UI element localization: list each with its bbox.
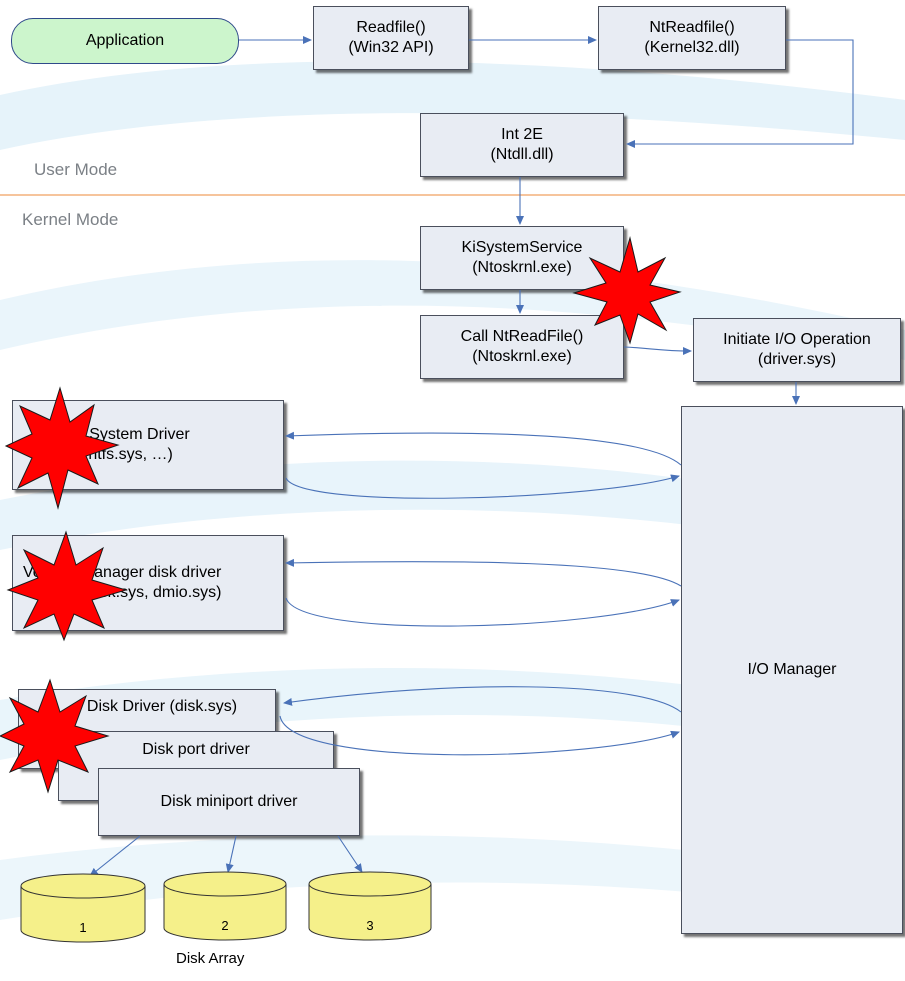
ntreadfile-kernel32-module: (Kernel32.dll) — [644, 39, 740, 56]
arrow-miniport-to-disk3 — [337, 835, 363, 873]
initiate-io-box: Initiate I/O Operation (driver.sys) — [693, 318, 901, 382]
int2e-box: Int 2E (Ntdll.dll) — [420, 113, 624, 177]
disk-miniport-driver-name: Disk miniport driver — [160, 793, 298, 810]
arrow-io-to-file-system — [285, 431, 682, 466]
burst-icon-volume-manager — [6, 530, 128, 642]
call-ntreadfile-module: (Ntoskrnl.exe) — [472, 348, 572, 365]
burst-icon-kisystemservice — [572, 236, 682, 345]
file-system-driver-module: (ntfs.sys, …) — [83, 446, 173, 463]
disk-2-icon — [163, 871, 287, 941]
disk-miniport-driver-box: Disk miniport driver — [98, 768, 360, 836]
application-node: Application — [11, 18, 239, 64]
arrow-io-to-disk-driver — [283, 686, 682, 713]
arrow-call-to-initiate — [623, 346, 692, 355]
disk-2-label: 2 — [221, 918, 229, 933]
burst-icon-disk-driver — [0, 678, 110, 794]
disk-port-driver-name: Disk port driver — [142, 741, 250, 758]
disk-3-icon — [308, 871, 432, 941]
readfile-module: (Win32 API) — [348, 39, 434, 56]
arrow-disk-driver-to-io — [279, 715, 680, 756]
io-manager-box: I/O Manager — [681, 406, 903, 934]
readfile-name: Readfile() — [356, 19, 426, 36]
kernel-mode-label: Kernel Mode — [22, 210, 119, 229]
arrow-volume-manager-to-io — [285, 597, 680, 627]
ntreadfile-kernel32-box: NtReadfile() (Kernel32.dll) — [598, 6, 786, 70]
burst-icon-file-system — [4, 386, 120, 510]
disk-3-label: 3 — [366, 918, 374, 933]
user-mode-label: User Mode — [34, 160, 118, 179]
disk-driver-name: Disk Driver (disk.sys) — [86, 698, 238, 715]
call-ntreadfile-name: Call NtReadFile() — [460, 328, 584, 345]
ntreadfile-kernel32-name: NtReadfile() — [649, 19, 735, 36]
int2e-name: Int 2E — [501, 126, 543, 143]
arrow-miniport-to-disk2 — [225, 835, 237, 873]
arrow-miniport-to-disk1 — [89, 835, 141, 877]
readfile-box: Readfile() (Win32 API) — [313, 6, 469, 70]
int2e-module: (Ntdll.dll) — [490, 146, 554, 163]
arrow-io-to-volume-manager — [285, 558, 682, 587]
disk-1-label: 1 — [79, 920, 87, 935]
arrow-ntreadfile-to-int2e — [626, 39, 854, 148]
call-ntreadfile-box: Call NtReadFile() (Ntoskrnl.exe) — [420, 315, 624, 379]
arrow-file-system-to-io — [285, 474, 680, 499]
initiate-io-name: Initiate I/O Operation — [723, 331, 871, 348]
kisystemservice-name: KiSystemService — [461, 239, 583, 256]
disk-1-icon — [20, 873, 146, 943]
io-manager-name: I/O Manager — [747, 661, 837, 678]
kisystemservice-module: (Ntoskrnl.exe) — [472, 259, 572, 276]
disk-array-label: Disk Array — [176, 950, 245, 967]
initiate-io-module: (driver.sys) — [757, 351, 837, 368]
